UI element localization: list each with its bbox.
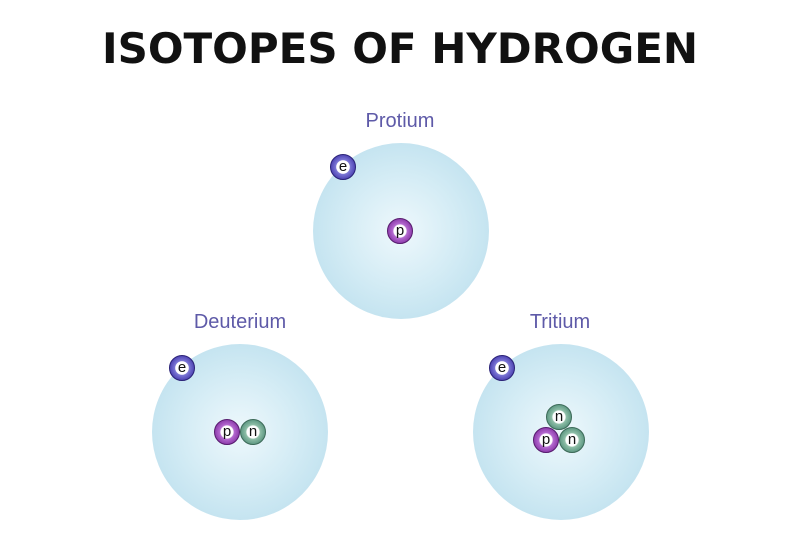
protium-electron: e	[330, 154, 356, 180]
tritium-proton: p	[533, 427, 559, 453]
protium-proton: p	[387, 218, 413, 244]
deuterium-proton: p	[214, 419, 240, 445]
tritium-electron: e	[489, 355, 515, 381]
tritium-label: Tritium	[529, 311, 591, 333]
tritium-neutron-top: n	[546, 404, 572, 430]
protium-label: Protium	[365, 110, 435, 132]
diagram-title: ISOTOPES OF HYDROGEN	[101, 24, 699, 73]
deuterium-neutron: n	[240, 419, 266, 445]
tritium-neutron-bottom: n	[559, 427, 585, 453]
deuterium-label: Deuterium	[193, 311, 287, 333]
deuterium-electron: e	[169, 355, 195, 381]
